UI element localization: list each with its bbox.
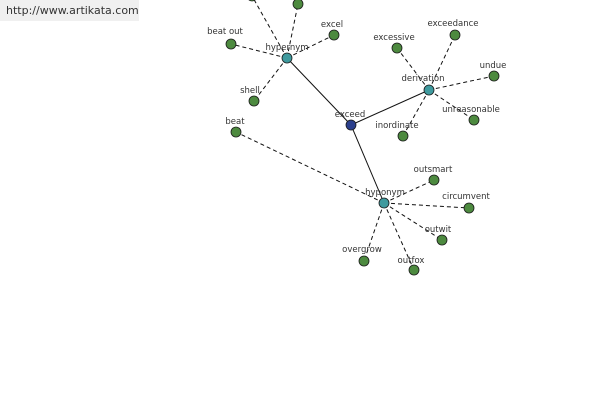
word-label-outwit: outwit: [425, 225, 452, 235]
edge-exceed-hyponym: [350, 124, 385, 204]
word-node-excel[interactable]: [328, 29, 340, 41]
center-label: exceed: [335, 110, 366, 120]
word-label-beat-out: beat out: [207, 27, 243, 37]
word-node-circumvent[interactable]: [463, 202, 475, 214]
edge-hypernym-offscreen-b: [286, 3, 299, 59]
word-node-undue[interactable]: [488, 70, 500, 82]
graph-edges: [230, 0, 495, 271]
edge-hypernym-offscreen-a: [253, 0, 288, 59]
word-label-exceedance: exceedance: [428, 19, 479, 29]
source-url-banner[interactable]: http://www.artikata.com: [0, 0, 139, 21]
word-node-outwit[interactable]: [436, 234, 448, 246]
word-node-exceedance[interactable]: [449, 29, 461, 41]
edge-hyponym-outfox: [383, 202, 415, 271]
edge-hyponym-outwit: [383, 202, 443, 241]
edge-derivation-unreasonable: [428, 89, 475, 121]
word-label-shell: shell: [240, 86, 260, 96]
edge-derivation-exceedance: [428, 34, 456, 91]
word-label-inordinate: inordinate: [375, 121, 418, 131]
edge-exceed-hypernym: [286, 57, 352, 126]
edge-derivation-excessive: [396, 47, 430, 91]
word-label-overgrow: overgrow: [342, 245, 382, 255]
edge-hypernym-excel: [286, 34, 335, 59]
word-label-outsmart: outsmart: [414, 165, 453, 175]
word-node-beat-out[interactable]: [225, 38, 237, 50]
word-label-outfox: outfox: [398, 256, 425, 266]
word-label-excessive: excessive: [373, 33, 414, 43]
word-node-excessive[interactable]: [391, 42, 403, 54]
graph-nodes: [225, 0, 500, 276]
edge-hyponym-outsmart: [383, 179, 435, 204]
edge-hyponym-overgrow: [363, 202, 385, 262]
word-node-unreasonable[interactable]: [468, 114, 480, 126]
word-node-beat[interactable]: [230, 126, 242, 138]
graph-labels: exceed hypernym excel beat out shell bea…: [207, 19, 506, 266]
word-node-overgrow[interactable]: [358, 255, 370, 267]
word-label-undue: undue: [480, 61, 507, 71]
edge-hyponym-circumvent: [383, 202, 470, 209]
edge-hypernym-shell: [253, 57, 288, 102]
word-node-offscreen-b[interactable]: [292, 0, 304, 10]
word-label-circumvent: circumvent: [442, 192, 490, 202]
edge-exceed-derivation: [350, 89, 430, 126]
edge-hyponym-beat: [235, 131, 385, 204]
center-node-exceed[interactable]: [345, 119, 357, 131]
word-label-unreasonable: unreasonable: [442, 105, 500, 115]
word-node-offscreen-a[interactable]: [247, 0, 257, 2]
edge-hypernym-beat-out: [230, 43, 288, 59]
word-label-excel: excel: [321, 20, 343, 30]
word-node-inordinate[interactable]: [397, 130, 409, 142]
relation-node-hypernym[interactable]: [281, 52, 293, 64]
relation-label-hypernym: hypernym: [265, 43, 308, 53]
word-label-beat: beat: [225, 117, 245, 127]
word-node-outsmart[interactable]: [428, 174, 440, 186]
word-node-shell[interactable]: [248, 95, 260, 107]
relation-node-derivation[interactable]: [423, 84, 435, 96]
relation-label-hyponym: hyponym: [365, 188, 405, 198]
word-node-outfox[interactable]: [408, 264, 420, 276]
edge-derivation-inordinate: [402, 89, 430, 137]
relation-node-hyponym[interactable]: [378, 197, 390, 209]
relation-label-derivation: derivation: [401, 74, 444, 84]
